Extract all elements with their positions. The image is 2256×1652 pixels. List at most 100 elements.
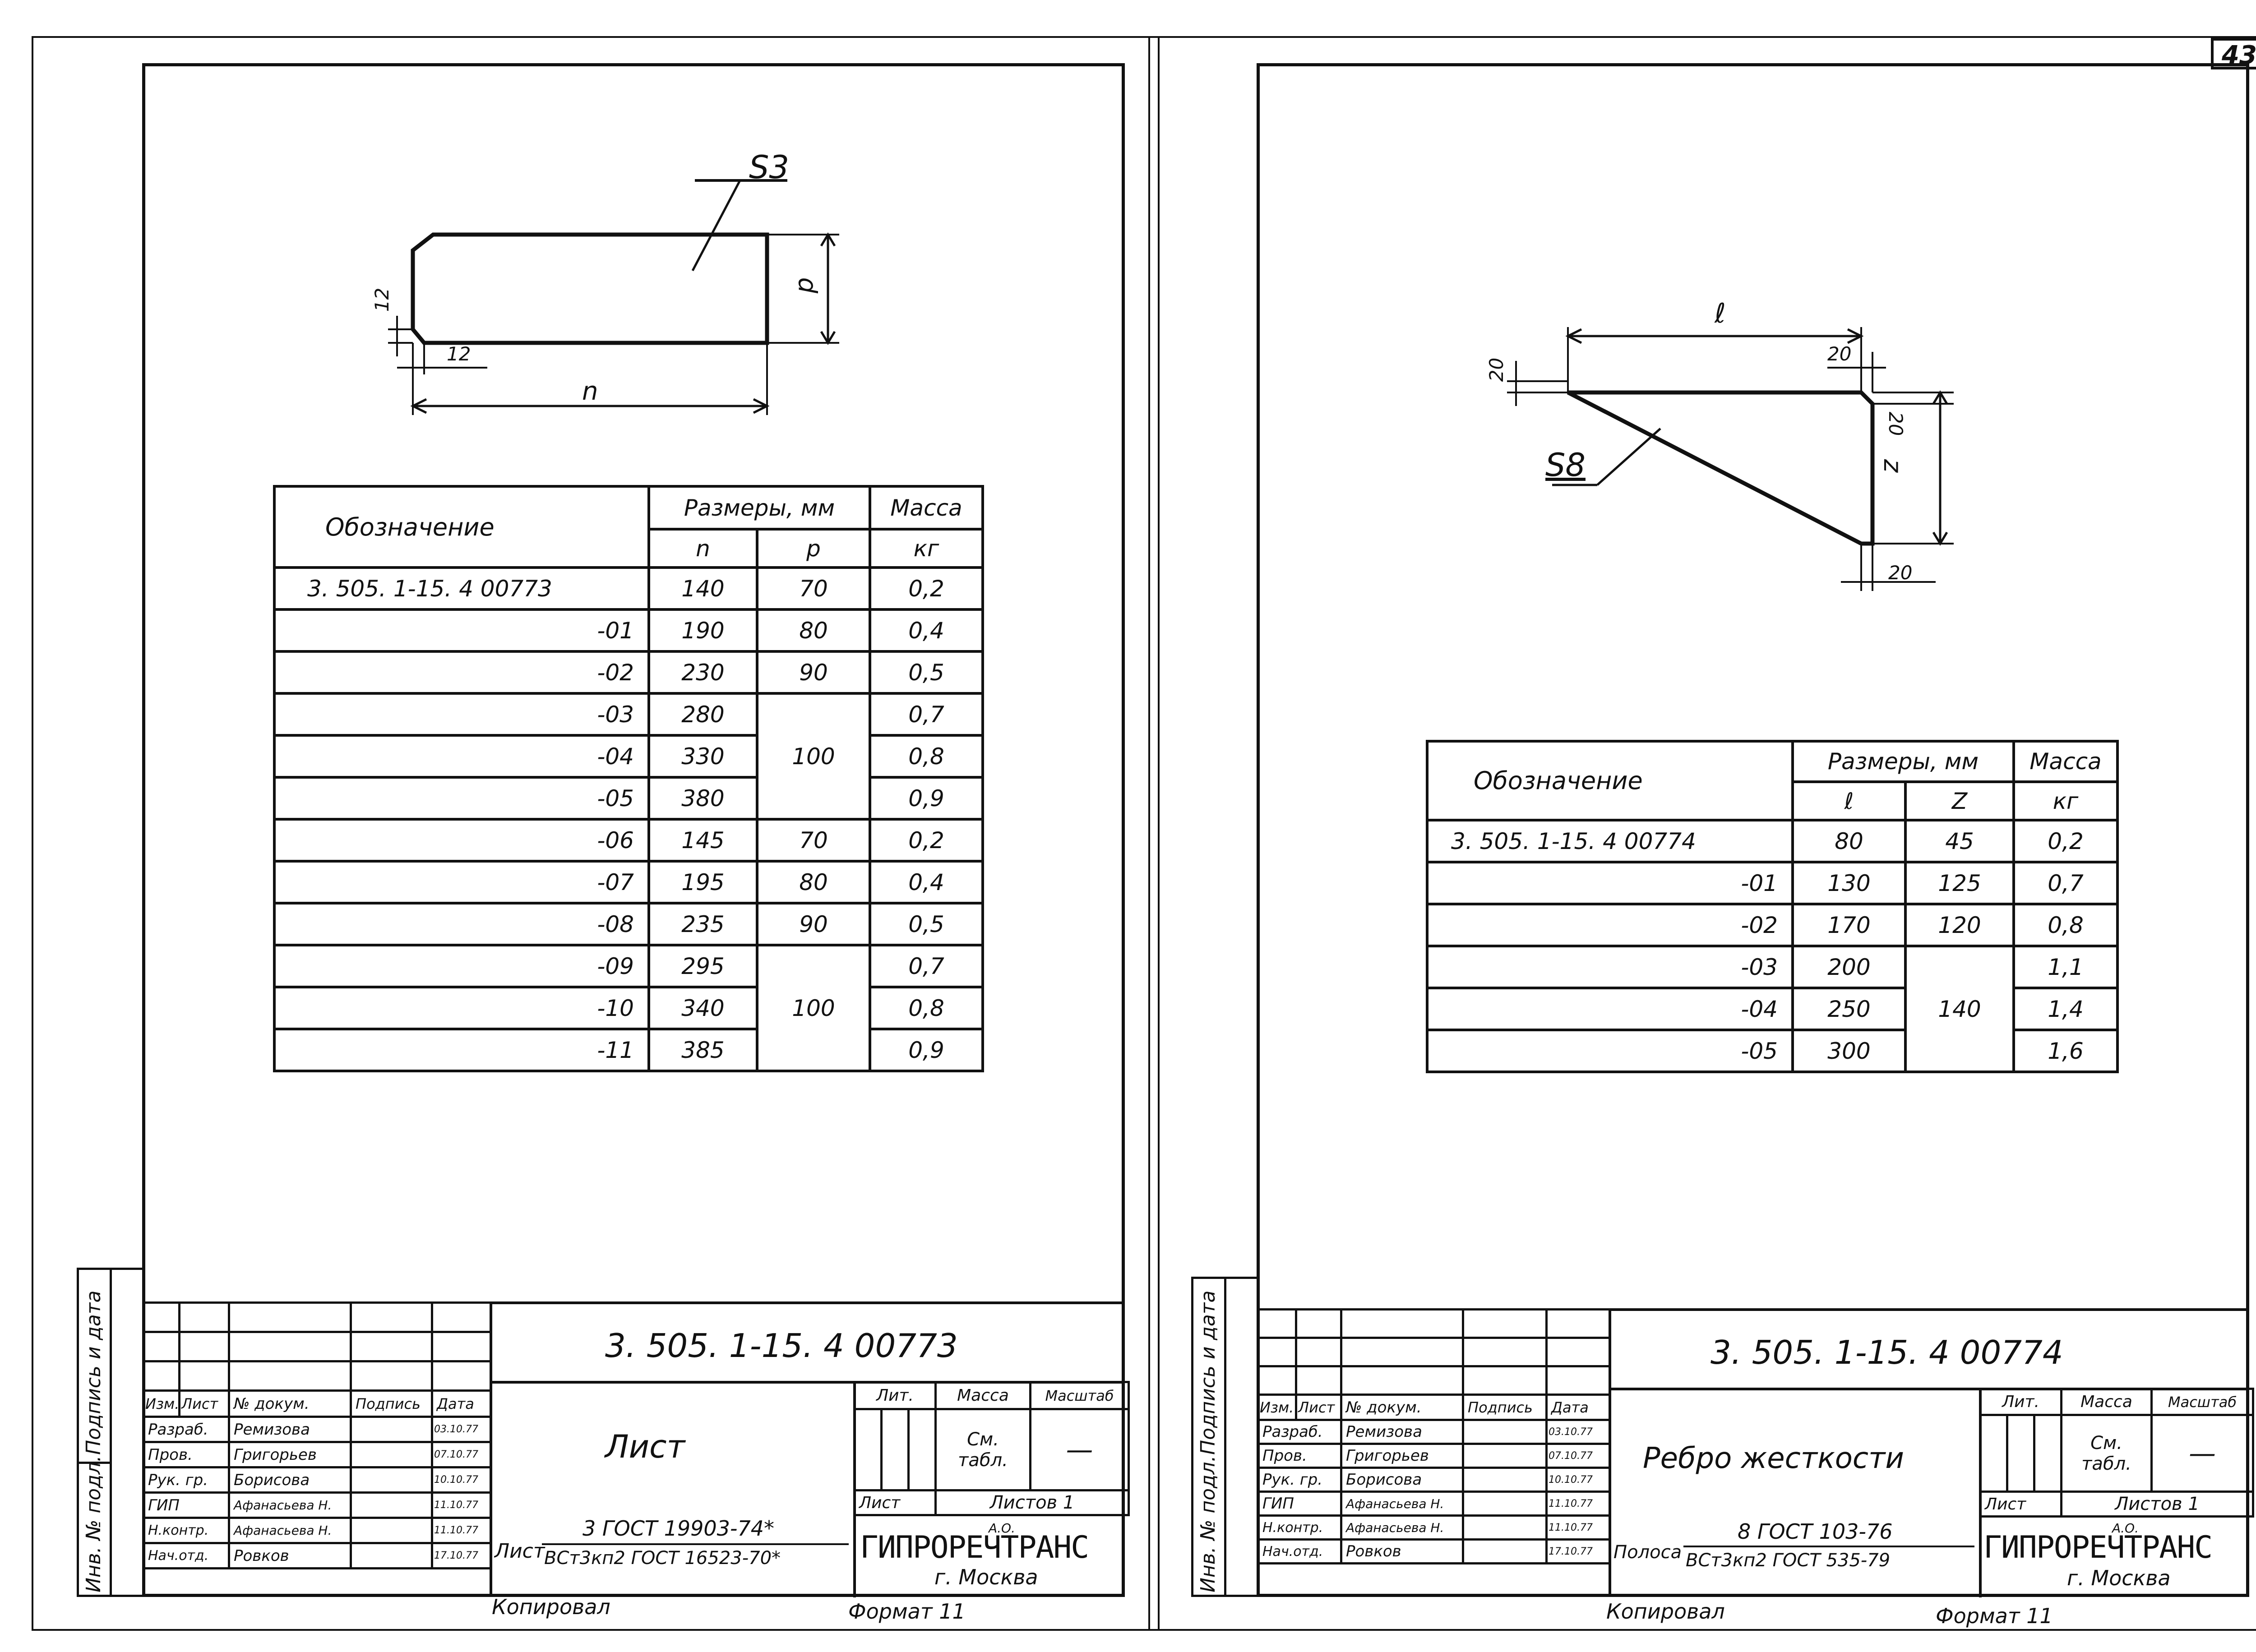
staff-signature [350, 1517, 433, 1544]
staff-signature [350, 1441, 433, 1468]
staff-role: Рук. гр. [1257, 1467, 1342, 1493]
left-sub-p: p [756, 528, 871, 569]
staff-name: Афанасьева Н. [1340, 1490, 1464, 1517]
left-size-table: Обозначение Размеры, мм Масса n p кг 3. … [273, 485, 984, 1072]
left-row-p: 90 [756, 650, 871, 695]
staff-name: Ровков [228, 1542, 352, 1569]
right-dim-top-left: 20 [1485, 357, 1508, 382]
left-staff-grid: Изм. Лист № докум. Подпись Дата Разраб. … [142, 1301, 492, 1569]
left-row-m: 0,5 [869, 650, 984, 695]
staff-date: 07.10.77 [431, 1441, 492, 1468]
left-header-designation: Обозначение [273, 485, 650, 569]
staff-date: 17.10.77 [431, 1542, 492, 1569]
staff-date: 10.10.77 [431, 1466, 492, 1494]
staff-date: 17.10.77 [1545, 1538, 1611, 1564]
staff-role: Н.контр. [142, 1517, 230, 1544]
staff-head: Лист [1295, 1394, 1342, 1421]
staff-head: Изм. [142, 1389, 180, 1418]
right-size-table: Обозначение Размеры, мм Масса ℓ Z кг 3. … [1426, 740, 2119, 1073]
left-row-n: 380 [647, 776, 758, 821]
right-copied: Копировал [1606, 1599, 1725, 1624]
right-row-l: 130 [1791, 861, 1907, 905]
left-row-code: -09 [273, 944, 650, 988]
right-row-l: 250 [1791, 987, 1907, 1031]
left-row-p: 80 [756, 860, 871, 904]
left-doc-name: Лист [605, 1428, 685, 1465]
left-side-sign-date: Подпись и дата [82, 1290, 105, 1455]
staff-name: Афанасьева Н. [1340, 1514, 1464, 1541]
left-row-n: 230 [647, 650, 758, 695]
right-row-code: -02 [1426, 903, 1794, 947]
left-lit-grid: Лит. Масса Масштаб См. табл. — Лист Лист… [853, 1381, 1130, 1516]
right-side-sign-date: Подпись и дата [1197, 1290, 1220, 1455]
right-header-sizes: Размеры, мм [1791, 740, 2015, 783]
right-sheet-outer [1148, 36, 2256, 1631]
right-doc-number: 3. 505. 1-15. 4 00774 [1710, 1334, 2063, 1371]
right-row-z: 120 [1904, 903, 2015, 947]
staff-role: Пров. [1257, 1443, 1342, 1469]
staff-signature [1462, 1514, 1548, 1541]
staff-head: № докум. [228, 1389, 352, 1418]
right-header-mass: Масса [2012, 740, 2119, 783]
staff-head: Лист [178, 1389, 230, 1418]
staff-signature [350, 1491, 433, 1519]
left-row-code: -05 [273, 776, 650, 821]
left-row-m: 0,4 [869, 608, 984, 653]
right-header-designation: Обозначение [1426, 740, 1794, 821]
left-row-m: 0,5 [869, 902, 984, 946]
left-dim-chamfer-h: 12 [447, 343, 471, 365]
right-material-top: 8 ГОСТ 103-76 [1738, 1519, 1893, 1544]
left-row-m: 0,9 [869, 776, 984, 821]
right-row-z-merged: 140 [1904, 945, 2015, 1073]
left-row-code: -06 [273, 818, 650, 863]
left-row-code: -08 [273, 902, 650, 946]
sheet-label: Лист [1979, 1490, 2063, 1518]
left-row-m: 0,7 [869, 692, 984, 737]
tb-divider [1611, 1388, 2249, 1390]
lit-label: Лит. [1979, 1388, 2063, 1416]
right-side-inv-no: Инв. № подл. [1197, 1455, 1220, 1592]
tb-divider [492, 1381, 1125, 1384]
staff-date: 11.10.77 [1545, 1490, 1611, 1517]
left-row-n: 340 [647, 986, 758, 1030]
left-row-m: 0,4 [869, 860, 984, 904]
right-row-m: 1,4 [2012, 987, 2119, 1031]
material-fraction-line [1683, 1546, 1974, 1547]
right-row-code: -03 [1426, 945, 1794, 989]
right-row-code: -04 [1426, 987, 1794, 1031]
left-row-n: 295 [647, 944, 758, 988]
staff-signature [1462, 1538, 1548, 1564]
staff-role: Нач.отд. [142, 1542, 230, 1569]
staff-name: Афанасьева Н. [228, 1517, 352, 1544]
staff-signature [350, 1466, 433, 1494]
org-city: г. Москва [934, 1565, 1038, 1589]
left-row-n: 145 [647, 818, 758, 863]
sheets-label: Листов 1 [934, 1489, 1130, 1516]
staff-head: Подпись [350, 1389, 433, 1418]
left-row-n: 140 [647, 566, 758, 611]
left-row-code: -11 [273, 1028, 650, 1072]
staff-signature [350, 1542, 433, 1569]
staff-name: Ровков [1340, 1538, 1464, 1564]
right-dim-height: z [1878, 459, 1908, 473]
sheets-label: Листов 1 [2060, 1490, 2255, 1518]
left-doc-number: 3. 505. 1-15. 4 00773 [605, 1327, 958, 1365]
left-sub-n: n [647, 528, 758, 569]
staff-date: 11.10.77 [431, 1517, 492, 1544]
mass-label: Масса [2060, 1388, 2153, 1416]
left-row-p-merged: 100 [756, 692, 871, 821]
staff-name: Борисова [1340, 1467, 1464, 1493]
left-row-code: -04 [273, 734, 650, 779]
staff-head: Подпись [1462, 1394, 1548, 1421]
right-row-z: 45 [1904, 819, 2015, 863]
left-row-m: 0,8 [869, 734, 984, 779]
staff-name: Ремизова [228, 1416, 352, 1443]
staff-head: № докум. [1340, 1394, 1464, 1421]
right-material-bottom: ВСт3кп2 ГОСТ 535-79 [1686, 1550, 1891, 1571]
right-staff-grid: Изм. Лист № докум. Подпись Дата Разраб. … [1257, 1308, 1611, 1564]
right-doc-name: Ребро жесткости [1643, 1442, 1904, 1475]
left-row-p: 70 [756, 818, 871, 863]
mass-label: Масса [934, 1381, 1032, 1410]
left-row-code: -07 [273, 860, 650, 904]
right-title-block: 3. 505. 1-15. 4 00774 Ребро жесткости По… [1609, 1308, 2255, 1597]
